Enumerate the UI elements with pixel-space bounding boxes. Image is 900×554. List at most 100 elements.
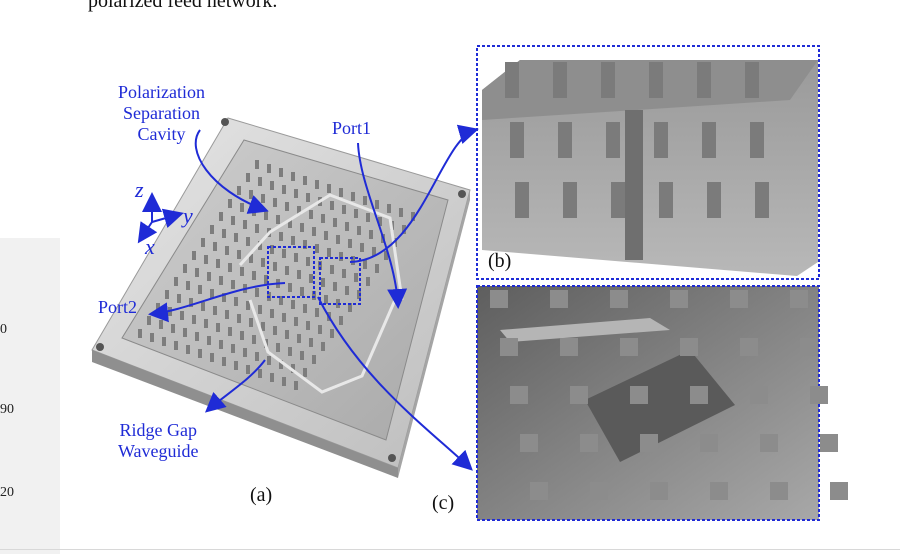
pin — [606, 122, 620, 158]
pin — [276, 343, 280, 352]
pin — [276, 215, 280, 224]
pin — [300, 287, 304, 296]
pin — [219, 340, 223, 349]
pin — [520, 434, 538, 452]
pin — [159, 320, 163, 329]
margin-number: 0 — [0, 322, 7, 337]
pin — [204, 319, 208, 328]
page-margin — [0, 238, 60, 554]
pin — [228, 199, 232, 208]
pin — [234, 233, 238, 242]
pin — [231, 280, 235, 289]
pin — [261, 258, 265, 267]
pin — [312, 227, 316, 236]
pin — [790, 290, 808, 308]
pin — [297, 334, 301, 343]
pin — [590, 482, 608, 500]
pin — [339, 188, 343, 197]
pin — [348, 239, 352, 248]
pin — [402, 225, 406, 234]
pin — [237, 250, 241, 259]
pin — [255, 224, 259, 233]
pin — [255, 160, 259, 169]
pin — [330, 265, 334, 274]
pin — [207, 272, 211, 281]
pin — [650, 482, 668, 500]
pin — [213, 242, 217, 251]
panel-c-image — [476, 285, 848, 521]
pin — [174, 341, 178, 350]
pin — [234, 361, 238, 370]
pin — [354, 273, 358, 282]
pin — [147, 316, 151, 325]
pin — [186, 345, 190, 354]
pin — [267, 164, 271, 173]
pin — [279, 168, 283, 177]
pin — [294, 317, 298, 326]
pin — [333, 282, 337, 291]
pin — [270, 181, 274, 190]
axis-x-label: x — [145, 234, 155, 259]
pin — [234, 297, 238, 306]
pin — [315, 308, 319, 317]
pin — [303, 304, 307, 313]
pin — [702, 122, 716, 158]
pin — [192, 251, 196, 260]
pin — [219, 276, 223, 285]
pin — [510, 386, 528, 404]
pin — [351, 256, 355, 265]
pin — [282, 313, 286, 322]
pin — [231, 216, 235, 225]
pin — [138, 329, 142, 338]
pin — [195, 268, 199, 277]
pin — [291, 300, 295, 309]
axes-indicator — [137, 192, 184, 244]
pin — [800, 338, 818, 356]
pin — [285, 266, 289, 275]
pin — [162, 337, 166, 346]
pin — [306, 257, 310, 266]
pin — [342, 205, 346, 214]
pin — [515, 182, 529, 218]
pin — [490, 290, 508, 308]
pin — [366, 213, 370, 222]
pin — [321, 342, 325, 351]
pin — [243, 220, 247, 229]
pin — [195, 332, 199, 341]
pin — [228, 263, 232, 272]
pin — [180, 311, 184, 320]
label-line: Ridge Gap — [119, 420, 197, 440]
pin — [279, 296, 283, 305]
pin — [285, 202, 289, 211]
label-ridge-gap: Ridge Gap Waveguide — [118, 420, 199, 462]
pin — [690, 386, 708, 404]
panel-label-b: (b) — [488, 250, 512, 272]
pin — [654, 122, 668, 158]
pin — [750, 122, 764, 158]
pin — [384, 251, 388, 260]
pin — [530, 482, 548, 500]
pin — [279, 360, 283, 369]
pin — [210, 353, 214, 362]
pin — [270, 245, 274, 254]
pin — [363, 260, 367, 269]
pin — [237, 314, 241, 323]
pin — [294, 381, 298, 390]
pin — [282, 185, 286, 194]
pin — [225, 310, 229, 319]
pin — [700, 434, 718, 452]
pin — [261, 322, 265, 331]
pin — [240, 267, 244, 276]
pin — [500, 338, 518, 356]
pin — [312, 355, 316, 364]
pin — [375, 200, 379, 209]
panel-b-image — [476, 45, 820, 280]
pin — [270, 373, 274, 382]
pin — [560, 338, 578, 356]
pin — [294, 189, 298, 198]
pin — [300, 351, 304, 360]
pin — [315, 180, 319, 189]
pin — [336, 235, 340, 244]
pin — [225, 246, 229, 255]
